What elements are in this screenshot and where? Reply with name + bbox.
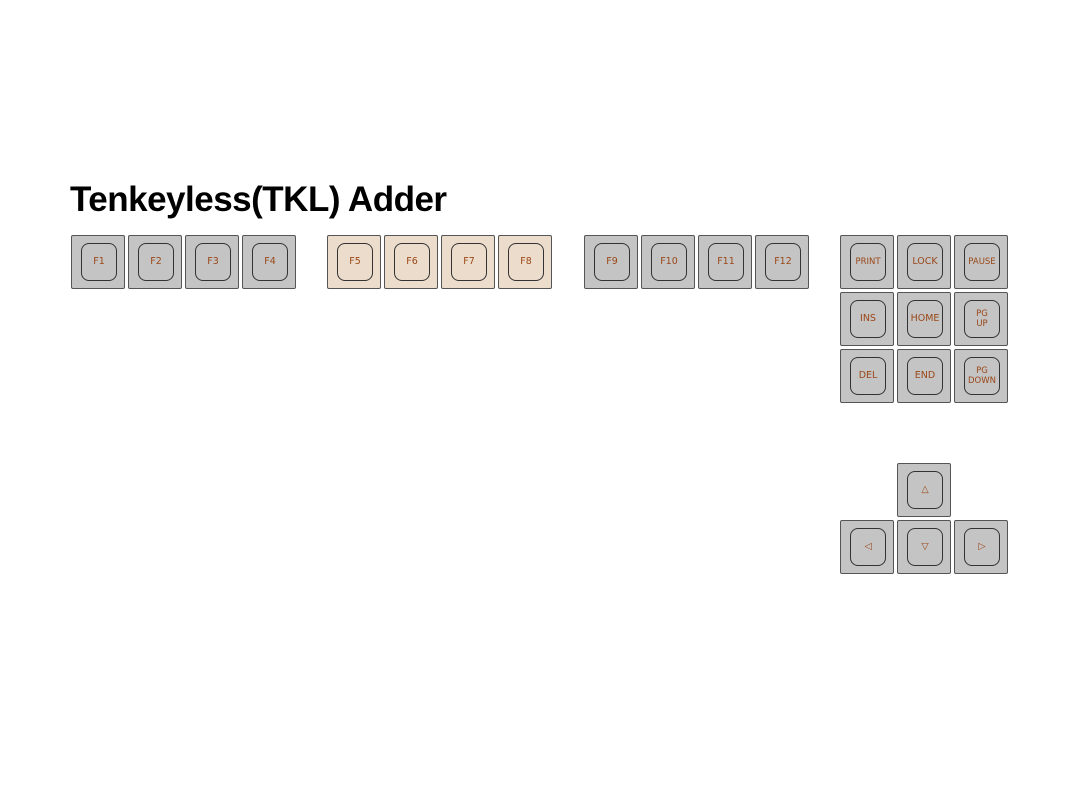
key-ins[interactable]: INS: [840, 292, 894, 346]
key-◁[interactable]: ◁: [840, 520, 894, 574]
key-f1[interactable]: F1: [71, 235, 125, 289]
key-del[interactable]: DEL: [840, 349, 894, 403]
key-f7[interactable]: F7: [441, 235, 495, 289]
key-legend: F6: [394, 243, 430, 281]
key-legend: PG DOWN: [964, 357, 1000, 395]
key-f5[interactable]: F5: [327, 235, 381, 289]
key-legend: HOME: [907, 300, 943, 338]
key-home[interactable]: HOME: [897, 292, 951, 346]
key-end[interactable]: END: [897, 349, 951, 403]
key-legend: F10: [651, 243, 687, 281]
key-f12[interactable]: F12: [755, 235, 809, 289]
key-lock[interactable]: LOCK: [897, 235, 951, 289]
key-f3[interactable]: F3: [185, 235, 239, 289]
key-f4[interactable]: F4: [242, 235, 296, 289]
key-f6[interactable]: F6: [384, 235, 438, 289]
key-legend: ◁: [850, 528, 886, 566]
key-legend: ▽: [907, 528, 943, 566]
key-f11[interactable]: F11: [698, 235, 752, 289]
key-legend: F11: [708, 243, 744, 281]
key-legend: F5: [337, 243, 373, 281]
key-f8[interactable]: F8: [498, 235, 552, 289]
key-legend: F1: [81, 243, 117, 281]
key-legend: ▷: [964, 528, 1000, 566]
key-f2[interactable]: F2: [128, 235, 182, 289]
key-legend: △: [907, 471, 943, 509]
page-title: Tenkeyless(TKL) Adder: [70, 180, 447, 219]
key-legend: F8: [508, 243, 544, 281]
key-legend: LOCK: [907, 243, 943, 281]
key-▽[interactable]: ▽: [897, 520, 951, 574]
key-pg-up[interactable]: PG UP: [954, 292, 1008, 346]
key-pause[interactable]: PAUSE: [954, 235, 1008, 289]
key-print[interactable]: PRINT: [840, 235, 894, 289]
key-legend: INS: [850, 300, 886, 338]
key-legend: PG UP: [964, 300, 1000, 338]
key-legend: PRINT: [850, 243, 886, 281]
key-▷[interactable]: ▷: [954, 520, 1008, 574]
key-legend: F2: [138, 243, 174, 281]
key-f9[interactable]: F9: [584, 235, 638, 289]
key-legend: F12: [765, 243, 801, 281]
key-△[interactable]: △: [897, 463, 951, 517]
key-legend: F3: [195, 243, 231, 281]
key-pg-down[interactable]: PG DOWN: [954, 349, 1008, 403]
key-legend: DEL: [850, 357, 886, 395]
key-legend: F9: [594, 243, 630, 281]
key-f10[interactable]: F10: [641, 235, 695, 289]
key-legend: F7: [451, 243, 487, 281]
key-legend: F4: [252, 243, 288, 281]
key-legend: END: [907, 357, 943, 395]
key-legend: PAUSE: [964, 243, 1000, 281]
